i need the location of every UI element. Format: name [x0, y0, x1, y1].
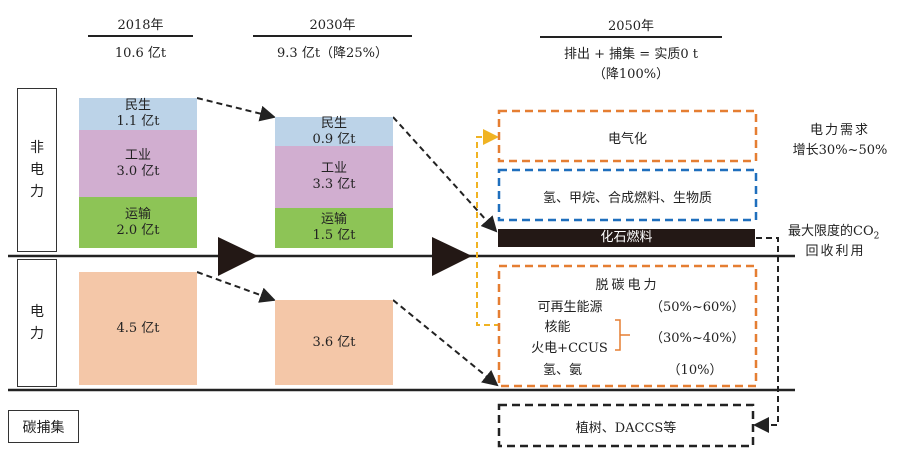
decarbon-power-box: [497, 264, 758, 388]
header-2030-year: 2030年: [309, 18, 356, 33]
segment-name: 工业: [320, 161, 347, 176]
electrification-box: [497, 109, 758, 163]
nuclear-label: 核能: [544, 320, 571, 335]
dashed-arrow: [392, 299, 499, 387]
dashed-arrow: [196, 97, 276, 122]
row-label-non-power: 非 电 力: [17, 88, 57, 252]
header-2050-line2: （降100%）: [592, 67, 670, 82]
co2-recycle-note-2: 回收利用: [805, 244, 866, 259]
segment-value: 0.9 亿t: [312, 131, 356, 147]
row-label-power: 电 力: [17, 259, 57, 387]
timeline-arrow-icon: [218, 237, 258, 276]
renewable-label: 可再生能源: [537, 300, 603, 315]
segment-value: 3.6 亿t: [312, 334, 356, 350]
dashed-arrow: [392, 116, 498, 233]
thermal-ccus-label: 火电+CCUS: [531, 341, 608, 356]
header-2030-total: 9.3 亿t（降25%）: [277, 46, 388, 61]
header-2050-year: 2050年: [607, 19, 655, 34]
row-label-capture: 碳捕集: [8, 410, 79, 443]
offset-label: 植树、DACCS等: [575, 421, 677, 436]
power-demand-growth: 增长30%~50%: [792, 143, 888, 158]
hydrogen-pct: （10%）: [667, 363, 723, 378]
power-demand-note: 电力需求: [809, 123, 870, 138]
nuclear-thermal-pct: （30%~40%）: [650, 331, 745, 346]
segment-value: 1.1 亿t: [116, 114, 160, 129]
segment-name: 民生: [124, 98, 151, 113]
segment-name: 工业: [124, 147, 151, 163]
segment-name: 运输: [124, 206, 151, 222]
timeline-arrow-icon: [432, 237, 472, 276]
offset-box: [497, 403, 755, 448]
electrification-label: 电气化: [607, 132, 647, 147]
decarbon-title: 脱碳电力: [595, 278, 660, 293]
segment-value: 2.0 亿t: [116, 222, 160, 238]
hydrogen-ammonia-label: 氢、氨: [542, 363, 582, 378]
fossil-fuel-bar: 化石燃料: [498, 229, 755, 247]
fuels-label: 氢、甲烷、合成燃料、生物质: [542, 191, 712, 206]
co2-recycle-note: 最大限度的CO2: [788, 220, 879, 242]
fuels-box: [497, 168, 758, 222]
segment-value: 4.5 亿t: [116, 320, 160, 336]
header-2018-total: 10.6 亿t: [114, 46, 167, 61]
bar-2018-power: 4.5 亿t: [79, 272, 197, 385]
co2-subscript: 2: [873, 231, 880, 242]
header-2018-year: 2018年: [117, 18, 164, 33]
segment-value: 3.3 亿t: [312, 177, 356, 192]
power-to-electrification-arrow: [476, 129, 500, 326]
bar-2030-power: 3.6 亿t: [275, 300, 393, 385]
segment-value: 1.5 亿t: [312, 228, 356, 243]
renewable-pct: （50%~60%）: [650, 300, 745, 315]
co2-recycle-arrow: [753, 237, 779, 433]
bracket: [615, 319, 630, 351]
header-underlines: [88, 35, 722, 38]
dashed-arrow: [196, 271, 276, 303]
segment-value: 3.0 亿t: [116, 163, 160, 179]
co2-text: 最大限度的CO: [788, 224, 874, 239]
segment-name: 运输: [320, 212, 347, 227]
segment-name: 民生: [320, 115, 347, 131]
header-2050-line1: 排出 + 捕集 = 实质0 t: [564, 47, 698, 62]
